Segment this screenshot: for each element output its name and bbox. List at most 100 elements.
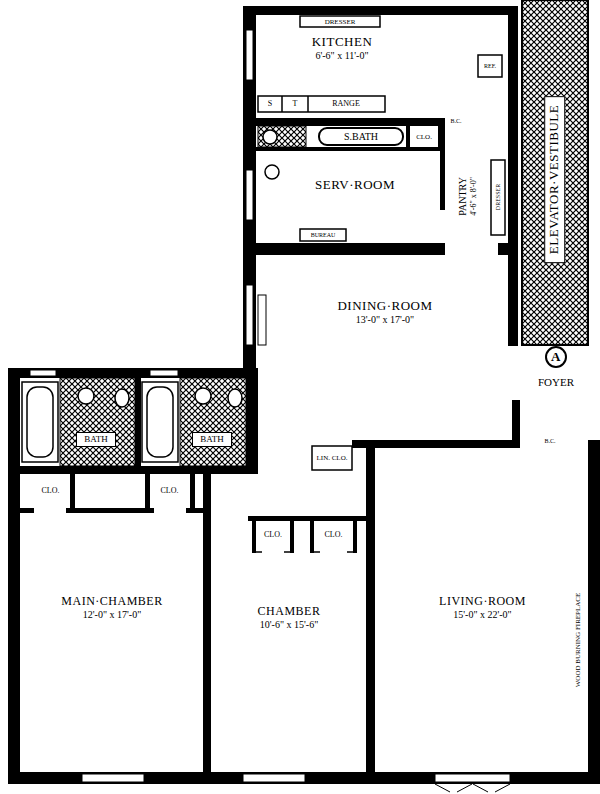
- room-name: CLO.: [264, 530, 282, 539]
- fixture: [22, 16, 505, 470]
- wall: [243, 243, 445, 255]
- closet: CLO.: [411, 128, 437, 146]
- linen-closet: LIN. CLO.: [314, 448, 350, 468]
- window: [435, 774, 510, 782]
- room-text: PANTRY4'-6" x 8'-0": [457, 177, 478, 216]
- fixture: [491, 160, 505, 235]
- wall: [243, 6, 518, 15]
- closet: CLO.: [257, 524, 289, 546]
- wall: [256, 147, 406, 151]
- room-text: CLO.: [161, 486, 179, 495]
- room-dimension: 4'-6" x 8'-0": [468, 177, 477, 216]
- room-text: MAIN·CHAMBER12'-0" x 17'-0": [61, 595, 162, 620]
- wall: [70, 474, 75, 510]
- fixture: [307, 96, 309, 112]
- room-text: KITCHEN6'-6" x 11'-0": [312, 35, 373, 61]
- broom-closet-label: B.C.: [544, 438, 555, 444]
- room-text: ELEVATOR·VESTIBULE: [545, 95, 566, 262]
- room-name: PANTRY: [457, 177, 469, 216]
- window: [30, 370, 56, 376]
- closet: CLO.: [315, 524, 352, 546]
- fixture: [142, 382, 178, 462]
- wall: [66, 508, 154, 513]
- room-name: CLO.: [325, 530, 343, 539]
- wall: [353, 521, 357, 553]
- wall: [366, 440, 375, 784]
- fixture: [265, 165, 279, 179]
- room-text: CLO.: [264, 530, 282, 539]
- pantry-room: PANTRY4'-6" x 8'-0": [446, 152, 488, 240]
- room-name: CLO.: [161, 486, 179, 495]
- hatched-floor: [258, 126, 306, 147]
- wall: [135, 378, 141, 470]
- room-name: DINING·ROOM: [337, 299, 432, 314]
- wall: [410, 147, 442, 151]
- bureau-label: BUREAU: [311, 232, 336, 238]
- closet-door: [256, 551, 353, 553]
- wall: [8, 772, 600, 784]
- wall: [508, 6, 518, 346]
- fixture: [78, 388, 94, 404]
- dining-room: DINING·ROOM13'-0" x 17'-0": [300, 292, 470, 332]
- fixture: [300, 229, 346, 241]
- closet: CLO.: [33, 480, 68, 502]
- wall: [588, 440, 600, 784]
- room-dimension: 10'-6" x 15'-6": [258, 619, 321, 631]
- foyer-label: FOYER: [538, 377, 574, 388]
- window: [243, 774, 305, 782]
- window: [246, 170, 253, 220]
- fixture: [22, 382, 58, 462]
- table-label: T: [293, 100, 298, 108]
- wall: [512, 400, 520, 448]
- room-name: BATH: [200, 434, 224, 444]
- fixture: [27, 387, 53, 457]
- wall: [243, 6, 256, 378]
- wall: [8, 368, 20, 784]
- wall: [8, 6, 600, 784]
- fixture: [115, 389, 129, 407]
- fixture: [195, 388, 211, 404]
- wall: [290, 521, 294, 553]
- window: [246, 30, 253, 80]
- room-name: ELEVATOR·VESTIBULE: [548, 104, 563, 253]
- closet: CLO.: [151, 480, 188, 502]
- chamber: CHAMBER10'-6" x 15'-6": [214, 598, 364, 638]
- room-name: LIVING·ROOM: [439, 595, 526, 609]
- room-dimension: 6'-6" x 11'-0": [312, 50, 373, 62]
- closet-door: [314, 551, 320, 553]
- room-text: LIVING·ROOM15'-0" x 22'-0": [439, 595, 526, 620]
- room-name: MAIN·CHAMBER: [61, 595, 162, 609]
- fixture: [228, 389, 242, 407]
- window: [246, 285, 253, 345]
- wall: [20, 508, 34, 513]
- room-text: DINING·ROOM13'-0" x 17'-0": [337, 299, 432, 325]
- room-text: BATH: [200, 434, 224, 444]
- wall: [248, 516, 371, 521]
- fixture: [478, 55, 502, 77]
- fixture: [281, 96, 283, 112]
- window: [258, 295, 266, 345]
- broom-closet-label: B.C.: [450, 118, 461, 124]
- fixture: [300, 16, 380, 27]
- window: [82, 774, 144, 782]
- wall: [203, 474, 211, 784]
- marker-circle: [546, 347, 566, 367]
- range-label: RANGE: [332, 100, 360, 108]
- wall: [252, 521, 256, 553]
- service-room: SERV·ROOM: [280, 170, 430, 200]
- hatched-floor: [60, 378, 135, 466]
- elevator-vestibule: ELEVATOR·VESTIBULE: [528, 20, 582, 338]
- window: [435, 784, 510, 792]
- bathroom: BATH: [192, 432, 232, 447]
- fixture: [147, 387, 173, 457]
- closet-door: [347, 551, 353, 553]
- wall: [8, 368, 258, 378]
- living-room: LIVING·ROOM15'-0" x 22'-0": [385, 588, 580, 628]
- room-dimension: 13'-0" x 17'-0": [337, 314, 432, 326]
- wall: [440, 118, 445, 210]
- wall: [190, 474, 195, 510]
- closet-door: [256, 551, 262, 553]
- room-text: CHAMBER10'-6" x 15'-6": [258, 605, 321, 630]
- room-text: CLO.: [42, 486, 60, 495]
